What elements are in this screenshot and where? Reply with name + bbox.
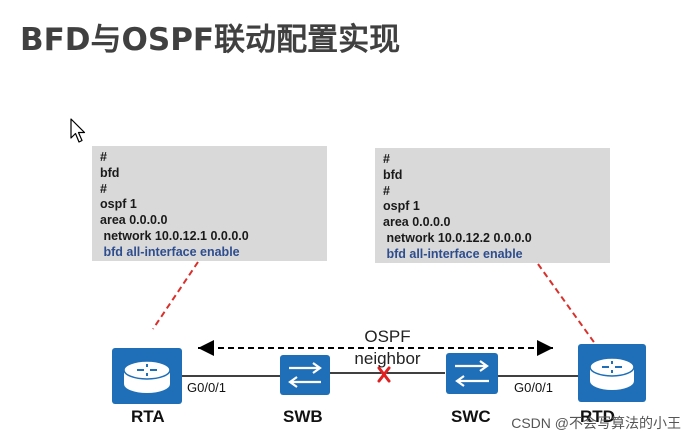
config-line: # — [383, 183, 390, 198]
link-failure-x-icon — [377, 366, 391, 383]
callout-line-left — [152, 261, 199, 330]
callout-line-right — [537, 263, 597, 346]
watermark: CSDN @不会写算法的小王 — [511, 415, 681, 431]
config-box-left: # bfd # ospf 1 area 0.0.0.0 network 10.0… — [92, 146, 327, 261]
router-icon — [578, 344, 646, 402]
ospf-label-line2: neighbor — [354, 349, 421, 368]
device-label-swb: SWB — [283, 407, 323, 426]
device-label-rta: RTA — [131, 407, 165, 426]
config-line: # — [100, 181, 107, 196]
ospf-neighbor-label: OSPF neighbor — [335, 326, 440, 370]
page-title: BFD与OSPF联动配置实现 — [20, 22, 401, 58]
config-line: ospf 1 — [383, 199, 420, 214]
config-line-highlight: bfd all-interface enable — [383, 246, 523, 261]
switch-icon — [280, 355, 330, 395]
ospf-label-line1: OSPF — [364, 327, 411, 346]
router-icon — [112, 348, 182, 404]
switch-icon — [446, 353, 498, 394]
config-line: area 0.0.0.0 — [100, 213, 168, 228]
port-label-rta: G0/0/1 — [187, 380, 227, 395]
config-line: ospf 1 — [100, 197, 137, 212]
config-line: network 10.0.12.1 0.0.0.0 — [100, 228, 249, 243]
config-line: bfd — [100, 165, 120, 180]
mouse-cursor-icon — [70, 118, 86, 143]
port-label-rtd: G0/0/1 — [514, 380, 554, 395]
device-label-swc: SWC — [451, 407, 491, 426]
config-line: # — [100, 150, 107, 164]
config-line: network 10.0.12.2 0.0.0.0 — [383, 230, 532, 245]
config-box-right: # bfd # ospf 1 area 0.0.0.0 network 10.0… — [375, 148, 610, 263]
device-label-rtd: RTD — [580, 407, 615, 426]
config-line: # — [383, 152, 390, 166]
config-line: bfd — [383, 167, 403, 182]
config-line-highlight: bfd all-interface enable — [100, 244, 240, 259]
config-line: area 0.0.0.0 — [383, 215, 451, 230]
